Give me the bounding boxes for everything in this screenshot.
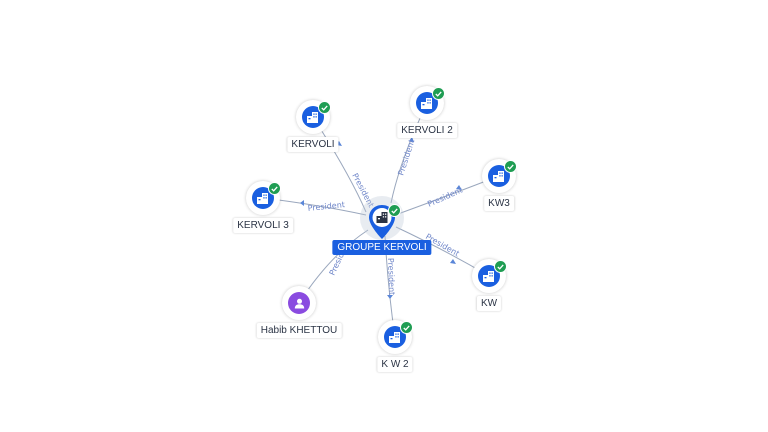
verified-check-icon: [400, 321, 413, 334]
edge-arrow: [387, 295, 393, 299]
node-label: K W 2: [377, 357, 413, 372]
node-label: KERVOLI: [287, 137, 339, 152]
edge-label-k-w-2: President: [386, 258, 396, 296]
edge-arrow: [450, 259, 456, 264]
node-label: KW3: [484, 196, 514, 211]
edge-label-kervoli-3: President: [307, 200, 345, 213]
node-label: KW: [476, 296, 502, 311]
verified-check-icon: [494, 260, 507, 273]
edge-arrow: [456, 185, 462, 190]
verified-check-icon: [504, 160, 517, 173]
person-icon: [288, 292, 310, 314]
verified-check-icon: [268, 182, 281, 195]
hub-label: GROUPE KERVOLI: [332, 240, 432, 255]
verified-check-icon: [318, 101, 331, 114]
verified-check-icon: [432, 87, 445, 100]
verified-check-icon: [388, 204, 401, 217]
edge-label-kervoli-2: President: [396, 138, 416, 176]
edge-kervoli: President: [312, 116, 376, 213]
node-label: KERVOLI 3: [233, 218, 293, 233]
node-label: KERVOLI 2: [397, 123, 457, 138]
node-label: Habib KHETTOU: [256, 323, 342, 338]
edge-label-kw3: President: [426, 185, 464, 208]
edge-arrow: [409, 137, 414, 142]
edge-arrow: [300, 200, 304, 206]
